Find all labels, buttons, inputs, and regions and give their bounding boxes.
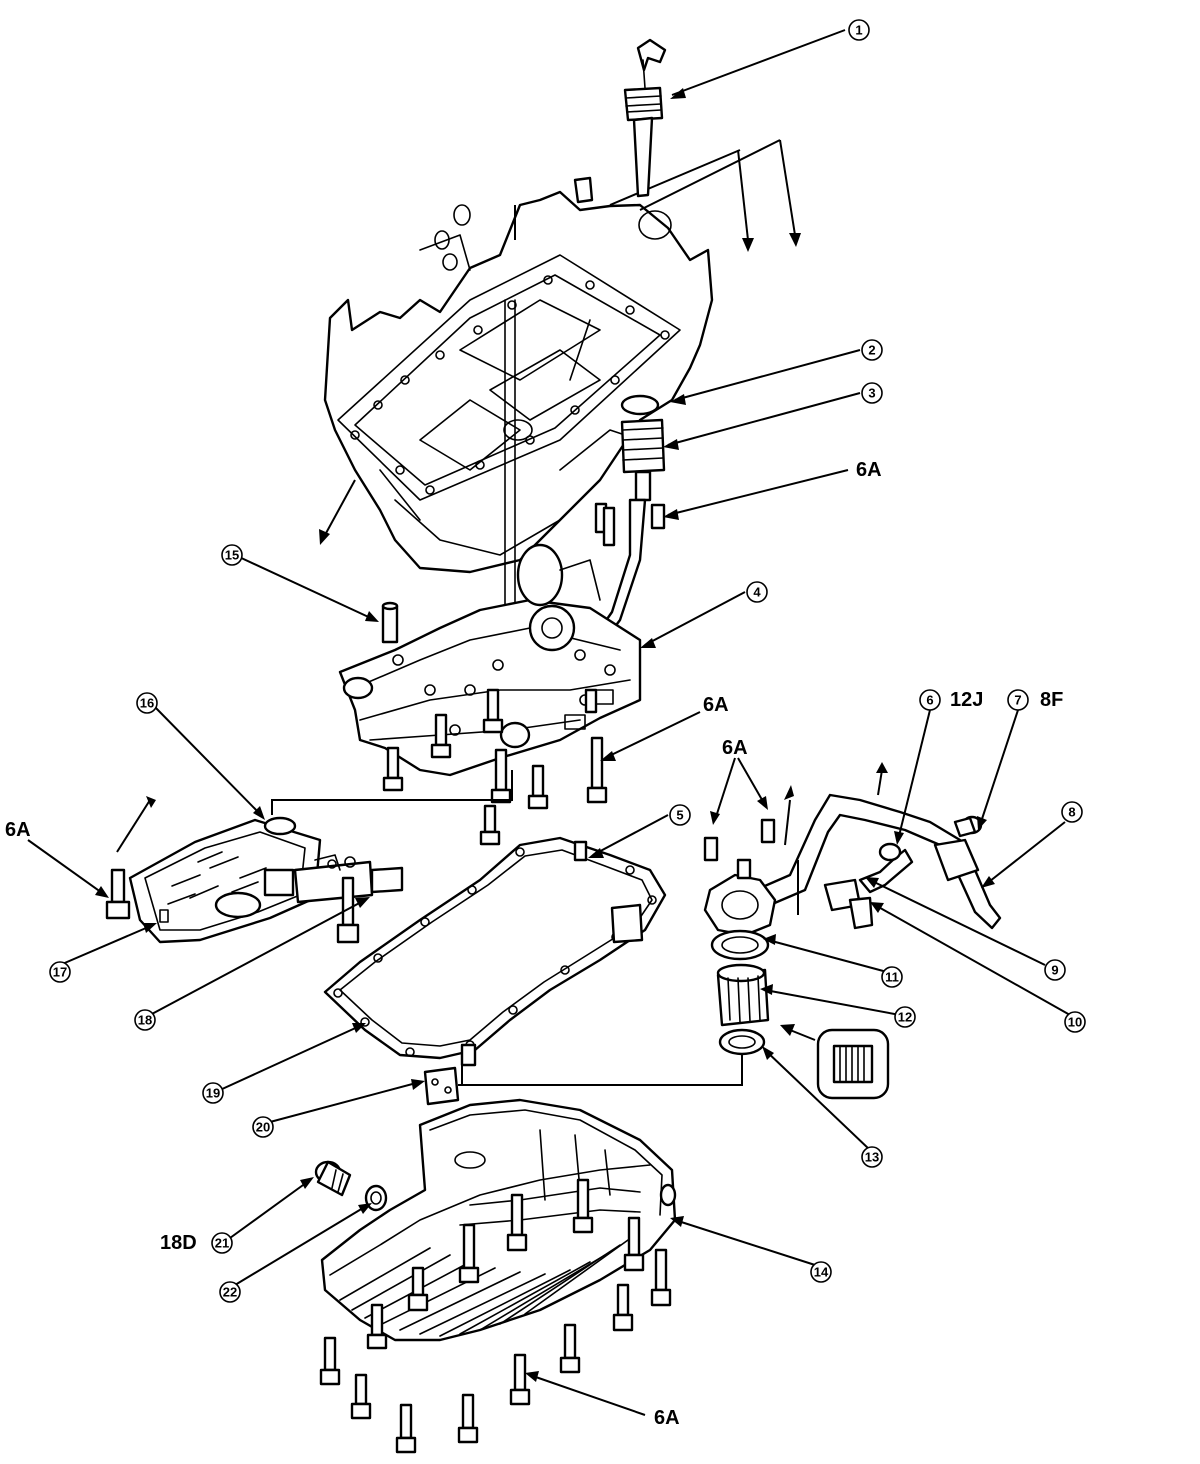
- callout-10: 10: [1064, 1011, 1086, 1033]
- atf-filter: [716, 963, 770, 1027]
- svg-text:7: 7: [1014, 693, 1021, 708]
- torque-label-18d: 18D: [160, 1232, 197, 1254]
- svg-text:8: 8: [1068, 805, 1075, 820]
- torque-label-6a-valvebody: 6A: [703, 694, 729, 716]
- valve-body: [338, 543, 642, 777]
- torque-label-8f: 8F: [1040, 689, 1063, 711]
- svg-text:9: 9: [1051, 963, 1058, 978]
- callout-18: 18: [134, 1009, 156, 1031]
- dipstick: [623, 38, 667, 198]
- callout-6: 6: [919, 689, 941, 711]
- flow-arrow-head-2: [876, 762, 888, 773]
- filter-seal-lower: [462, 1028, 766, 1086]
- callout-4: 4: [746, 581, 768, 603]
- atf-filter-housing: [703, 818, 777, 937]
- svg-text:15: 15: [225, 548, 239, 563]
- callout-7: 7: [1007, 689, 1029, 711]
- callout-17: 17: [49, 961, 71, 983]
- drain-plug: [314, 1160, 352, 1197]
- callout-11: 11: [881, 966, 903, 988]
- callout-13: 13: [861, 1146, 883, 1168]
- svg-text:6: 6: [926, 693, 933, 708]
- svg-text:12: 12: [898, 1010, 912, 1025]
- svg-text:1: 1: [855, 23, 862, 38]
- torque-label-12j: 12J: [950, 689, 983, 711]
- oil-pan-bolts: [319, 1178, 672, 1454]
- callout-20: 20: [252, 1116, 274, 1138]
- filler-tube-assembly: [596, 394, 666, 642]
- svg-text:17: 17: [53, 965, 67, 980]
- callout-21: 21: [211, 1232, 233, 1254]
- torque-label-6a-left: 6A: [5, 819, 31, 841]
- callout-8: 8: [1061, 801, 1083, 823]
- strainer-bolt: [336, 876, 360, 944]
- svg-text:2: 2: [868, 343, 875, 358]
- svg-text:5: 5: [676, 808, 683, 823]
- filter-seal-upper: [710, 929, 770, 961]
- svg-text:20: 20: [256, 1120, 270, 1135]
- callout-1: 1: [848, 19, 870, 41]
- callout-5: 5: [669, 804, 691, 826]
- svg-text:13: 13: [865, 1150, 879, 1165]
- callout-22: 22: [219, 1281, 241, 1303]
- leader-lines: [27, 29, 1071, 1416]
- callout-9: 9: [1044, 959, 1066, 981]
- svg-text:22: 22: [223, 1285, 237, 1300]
- callout-12: 12: [894, 1006, 916, 1028]
- torque-label-6a-bottom: 6A: [654, 1407, 680, 1429]
- magnet: [423, 1060, 463, 1106]
- dowel-pins: [381, 502, 616, 644]
- flow-arrow-line-2: [877, 769, 883, 796]
- oil-pan-gasket: [323, 836, 667, 1067]
- callout-19: 19: [202, 1082, 224, 1104]
- callout-15: 15: [221, 544, 243, 566]
- flow-arrow-head: [784, 785, 794, 800]
- svg-text:18: 18: [138, 1013, 152, 1028]
- valve-body-bolts: [382, 688, 608, 846]
- flow-arrow-line: [784, 799, 791, 846]
- callout-16: 16: [136, 692, 158, 714]
- svg-text:11: 11: [885, 970, 899, 985]
- torque-label-6a-fitting: 6A: [722, 737, 748, 759]
- svg-text:14: 14: [814, 1265, 829, 1280]
- filter-detail-inset: [780, 1024, 890, 1100]
- svg-text:3: 3: [868, 386, 875, 401]
- callout-2: 2: [861, 339, 883, 361]
- callout-3: 3: [861, 382, 883, 404]
- svg-text:21: 21: [215, 1236, 229, 1251]
- svg-text:16: 16: [140, 696, 154, 711]
- strainer-connection-line: [271, 770, 513, 815]
- svg-text:10: 10: [1068, 1015, 1082, 1030]
- svg-text:19: 19: [206, 1086, 220, 1101]
- atf-strainer: [105, 796, 404, 944]
- svg-text:4: 4: [753, 585, 761, 600]
- torque-label-6a-upper: 6A: [856, 459, 882, 481]
- transmission-case: [319, 139, 801, 611]
- callout-14: 14: [810, 1261, 832, 1283]
